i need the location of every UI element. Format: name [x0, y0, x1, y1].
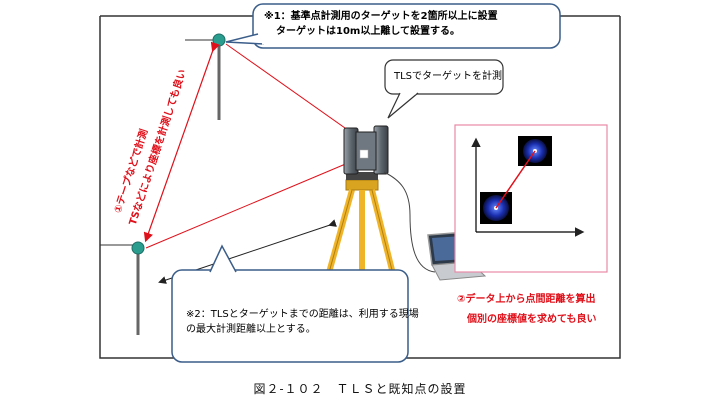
note2-callout	[171, 244, 409, 363]
target-ball-1	[212, 33, 226, 47]
target-ball-2	[131, 241, 145, 255]
target-pole-2	[131, 241, 145, 335]
target-pole-1	[212, 33, 226, 120]
note1-callout	[225, 3, 561, 49]
scan-line-target-2	[145, 159, 356, 249]
compute-label-line2: 個別の座標値を求めても良い	[467, 314, 597, 325]
tls-scanner	[343, 125, 389, 180]
tls-callout	[384, 59, 504, 119]
note1-line1: ※1：基準点計測用のターゲットを2箇所以上に設置	[264, 11, 498, 22]
note2-line1: ※2：TLSとターゲットまでの距離は、利用する現場	[186, 309, 419, 320]
target-distance-arrow	[143, 41, 220, 243]
note1-line2: ターゲットは10m以上離して設置する。	[276, 26, 461, 37]
scan-line-target-1	[225, 43, 363, 141]
cable	[383, 171, 436, 273]
tls-callout-label: TLSでターゲットを計測	[394, 71, 503, 82]
figure-caption: 図２-１０２ ＴＬＳと既知点の設置	[253, 382, 467, 396]
compute-label-line1: ②データ上から点間距離を算出	[457, 294, 596, 305]
data-panel	[454, 124, 608, 273]
note2-line2: の最大計測距離以上とする。	[186, 324, 316, 335]
